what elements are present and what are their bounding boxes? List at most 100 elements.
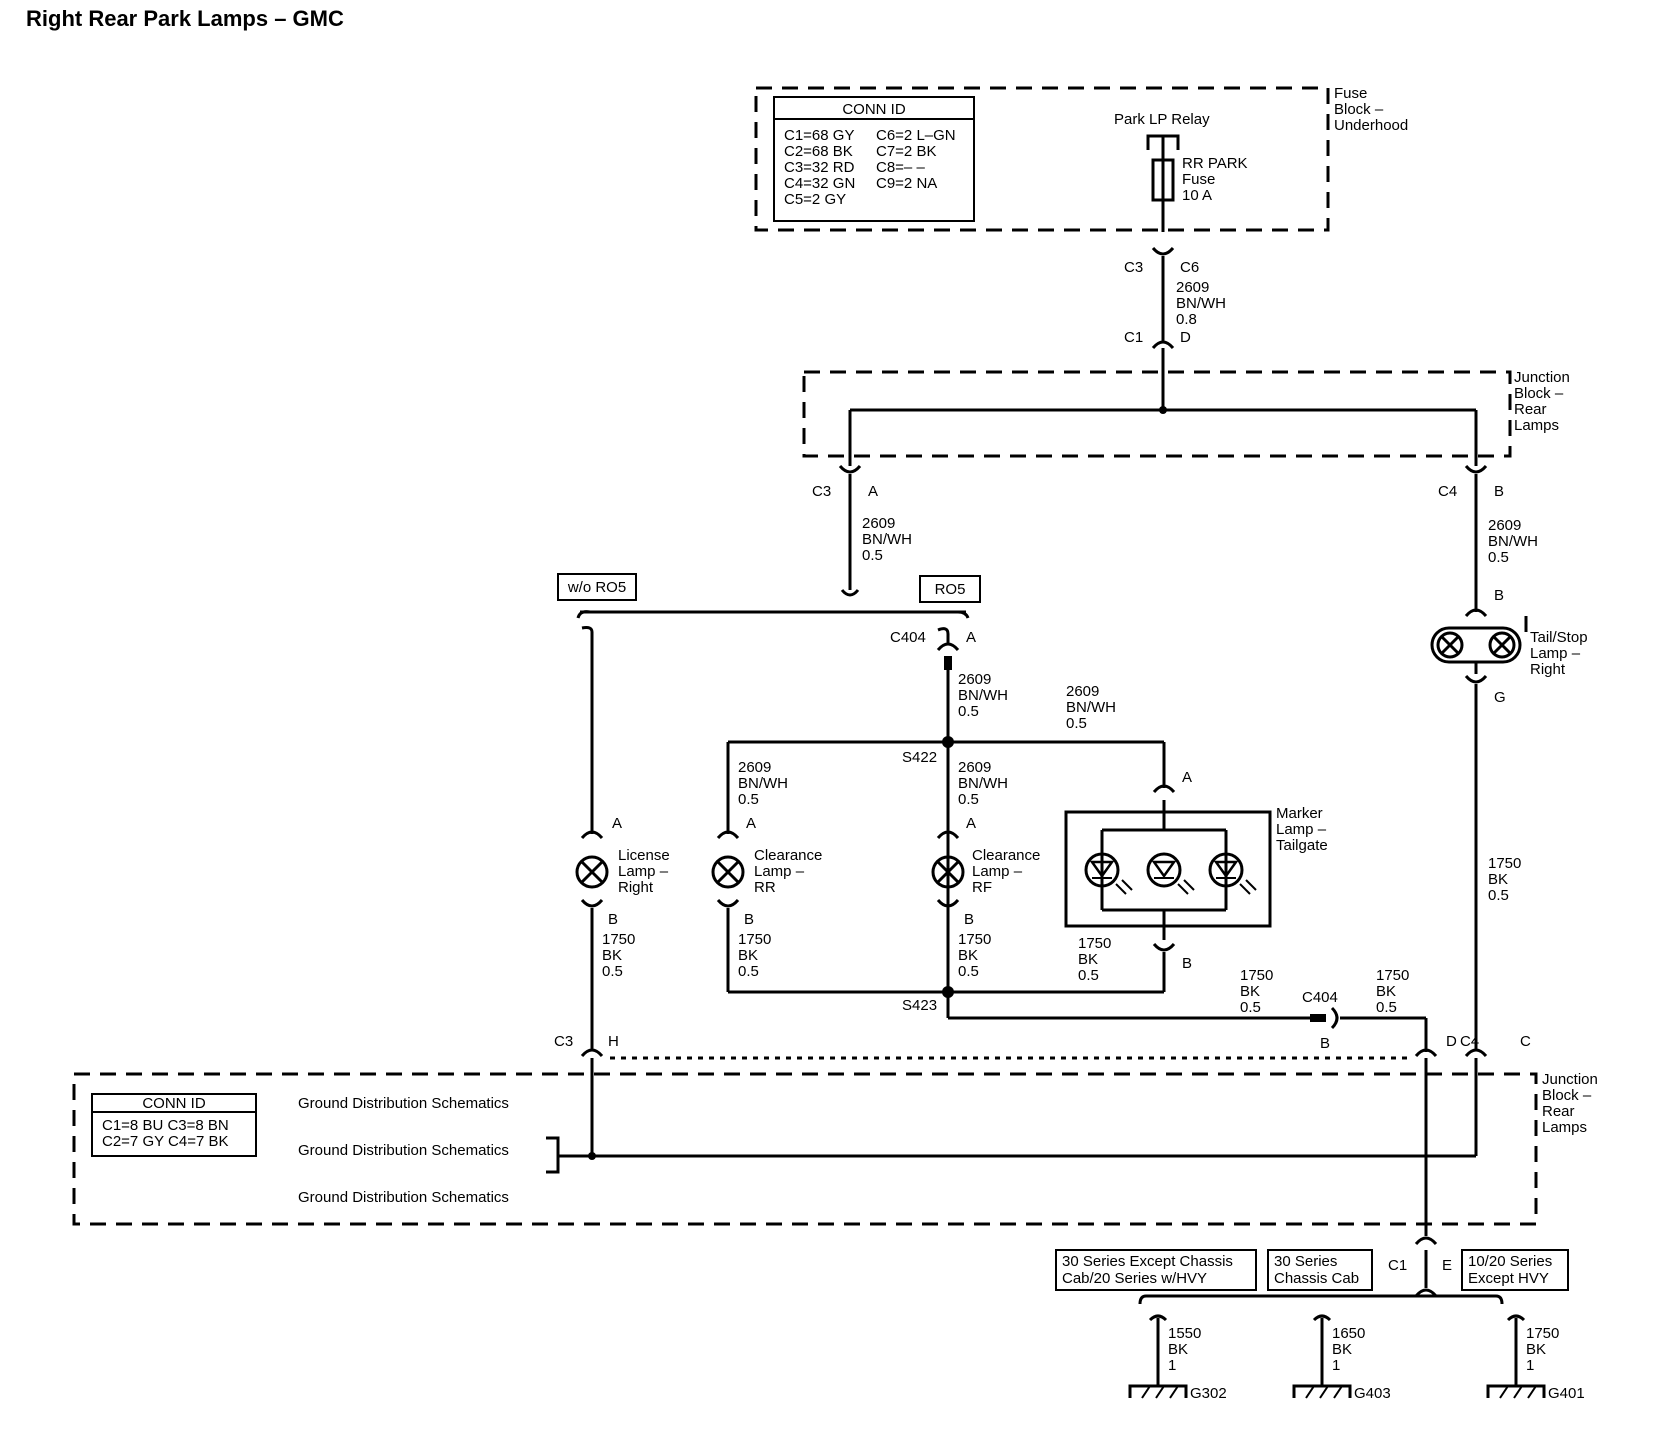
clearance-rr-wire-gauge: 0.5 <box>738 963 759 980</box>
junction-top-label-2: Block – <box>1514 385 1564 402</box>
gds-link-2[interactable]: Ground Distribution Schematics <box>298 1142 509 1159</box>
conn-id-title-top: CONN ID <box>842 101 906 118</box>
g302-wire-circuit: 1550 <box>1168 1325 1201 1342</box>
fuse-block-label-1: Fuse <box>1334 85 1367 102</box>
wire-center-gauge: 0.5 <box>958 703 979 720</box>
c404-terminal <box>944 656 952 670</box>
connector-d <box>1414 1048 1438 1058</box>
marker-label-1: Marker <box>1276 805 1323 822</box>
conn-id-table-bottom: CONN ID C1=8 BU C3=8 BN C2=7 GY C4=7 BK <box>91 1093 257 1157</box>
ro5-box <box>919 575 981 603</box>
conn-c3-h-label-pin: H <box>608 1033 619 1050</box>
clearance-rf-pin-b: B <box>964 911 974 928</box>
marker-led-right-icon <box>1208 852 1257 895</box>
series-box-3 <box>1461 1249 1569 1291</box>
junction-bottom-label-2: Block – <box>1542 1087 1592 1104</box>
wire-rr-circuit: 2609 <box>738 759 771 776</box>
tail-stop-conn-g <box>1464 674 1488 684</box>
connector-c1-e <box>1414 1236 1438 1246</box>
conn-d-bottom-label: D <box>1446 1033 1457 1050</box>
conn-id-c2: C2=68 BK <box>784 143 853 160</box>
conn-d-label: D <box>1180 329 1191 346</box>
license-lamp-bulb-icon <box>575 855 609 889</box>
fuse-block-label-2: Block – <box>1334 101 1384 118</box>
conn-c3-h-label-c: C3 <box>554 1033 573 1050</box>
conn-id-c1: C1=68 GY <box>784 127 854 144</box>
clearance-rf-label-3: RF <box>972 879 992 896</box>
clearance-rf-conn-b <box>936 898 960 908</box>
connector-c404-b <box>1330 1006 1339 1030</box>
marker-pin-b: B <box>1182 955 1192 972</box>
gds-bracket <box>546 1136 560 1174</box>
marker-wire-gauge: 0.5 <box>1078 967 1099 984</box>
conn-id-title-bottom: CONN ID <box>142 1095 206 1112</box>
junction-block-bottom-border <box>72 1072 1538 1226</box>
conn-id-bottom-row-1: C1=8 BU C3=8 BN <box>102 1117 229 1134</box>
conn-c4-b-label-pin: B <box>1494 483 1504 500</box>
connector-c3-h <box>580 1048 604 1058</box>
connector-c3-c6 <box>1151 246 1175 256</box>
g401-label: G401 <box>1548 1385 1585 1402</box>
wire-rr-color: BN/WH <box>738 775 788 792</box>
connector-c4-c <box>1464 1048 1488 1058</box>
junction-bottom-label-1: Junction <box>1542 1071 1598 1088</box>
license-wire-circuit: 1750 <box>602 931 635 948</box>
license-wire-gauge: 0.5 <box>602 963 623 980</box>
connector-c4-b <box>1464 464 1488 474</box>
junction-top-label-1: Junction <box>1514 369 1570 386</box>
g401-wire-circuit: 1750 <box>1526 1325 1559 1342</box>
tail-stop-wire-color: BK <box>1488 871 1508 888</box>
ro5-label: RO5 <box>935 581 966 598</box>
junction-top-label-3: Rear <box>1514 401 1547 418</box>
marker-led-center-icon <box>1146 852 1195 895</box>
tail-stop-pin-g: G <box>1494 689 1506 706</box>
marker-wire-color: BK <box>1078 951 1098 968</box>
fuse-label-3: 10 A <box>1182 187 1212 204</box>
connector-c1-d <box>1151 340 1175 350</box>
g403-wire-circuit: 1650 <box>1332 1325 1365 1342</box>
conn-c6-label: C6 <box>1180 259 1199 276</box>
series-1-line-1: 30 Series Except Chassis <box>1062 1253 1233 1270</box>
conn-id-c7: C7=2 BK <box>876 143 936 160</box>
splice-s422 <box>942 736 954 748</box>
clearance-rr-pin-b: B <box>744 911 754 928</box>
tail-stop-label-1: Tail/Stop <box>1530 629 1588 646</box>
conn-c1-label: C1 <box>1124 329 1143 346</box>
connector-c3-a <box>838 464 862 474</box>
clearance-rr-bulb-icon <box>711 855 745 889</box>
wire-marker-color: BN/WH <box>1066 699 1116 716</box>
series-1-line-2: Cab/20 Series w/HVY <box>1062 1270 1207 1287</box>
marker-wire-circuit: 1750 <box>1078 935 1111 952</box>
ground-wire-right-circuit: 1750 <box>1376 967 1409 984</box>
clearance-rf-pin-a: A <box>966 815 976 832</box>
clearance-rf-label-1: Clearance <box>972 847 1040 864</box>
tail-stop-label-3: Right <box>1530 661 1566 678</box>
clearance-rf-label-2: Lamp – <box>972 863 1023 880</box>
ground-g403 <box>1292 1314 1352 1399</box>
conn-c4-c-label-c: C4 <box>1460 1033 1479 1050</box>
g302-label: G302 <box>1190 1385 1227 1402</box>
ground-wire-left-color: BK <box>1240 983 1260 1000</box>
series-3-line-2: Except HVY <box>1468 1270 1549 1287</box>
gds-link-1[interactable]: Ground Distribution Schematics <box>298 1095 509 1112</box>
conn-id-c8: C8=– – <box>876 159 925 176</box>
gds-link-3[interactable]: Ground Distribution Schematics <box>298 1189 509 1206</box>
clearance-rf-wire-color: BK <box>958 947 978 964</box>
wire-right-circuit: 2609 <box>1488 517 1521 534</box>
series-box-2 <box>1267 1249 1373 1291</box>
wire-left-gauge: 0.5 <box>862 547 883 564</box>
clearance-rf-conn-a <box>936 830 960 840</box>
clearance-rr-wire-circuit: 1750 <box>738 931 771 948</box>
license-label-2: Lamp – <box>618 863 669 880</box>
marker-pin-a: A <box>1182 769 1192 786</box>
g302-wire-color: BK <box>1168 1341 1188 1358</box>
conn-c3-top-label: C3 <box>1124 259 1143 276</box>
junction-bottom-label-4: Lamps <box>1542 1119 1587 1136</box>
clearance-rf-wire-gauge: 0.5 <box>958 963 979 980</box>
wire-right-color: BN/WH <box>1488 533 1538 550</box>
clearance-rr-label-2: Lamp – <box>754 863 805 880</box>
series-2-line-1: 30 Series <box>1274 1253 1337 1270</box>
conn-id-c6: C6=2 L–GN <box>876 127 956 144</box>
wire-top-color: BN/WH <box>1176 295 1226 312</box>
